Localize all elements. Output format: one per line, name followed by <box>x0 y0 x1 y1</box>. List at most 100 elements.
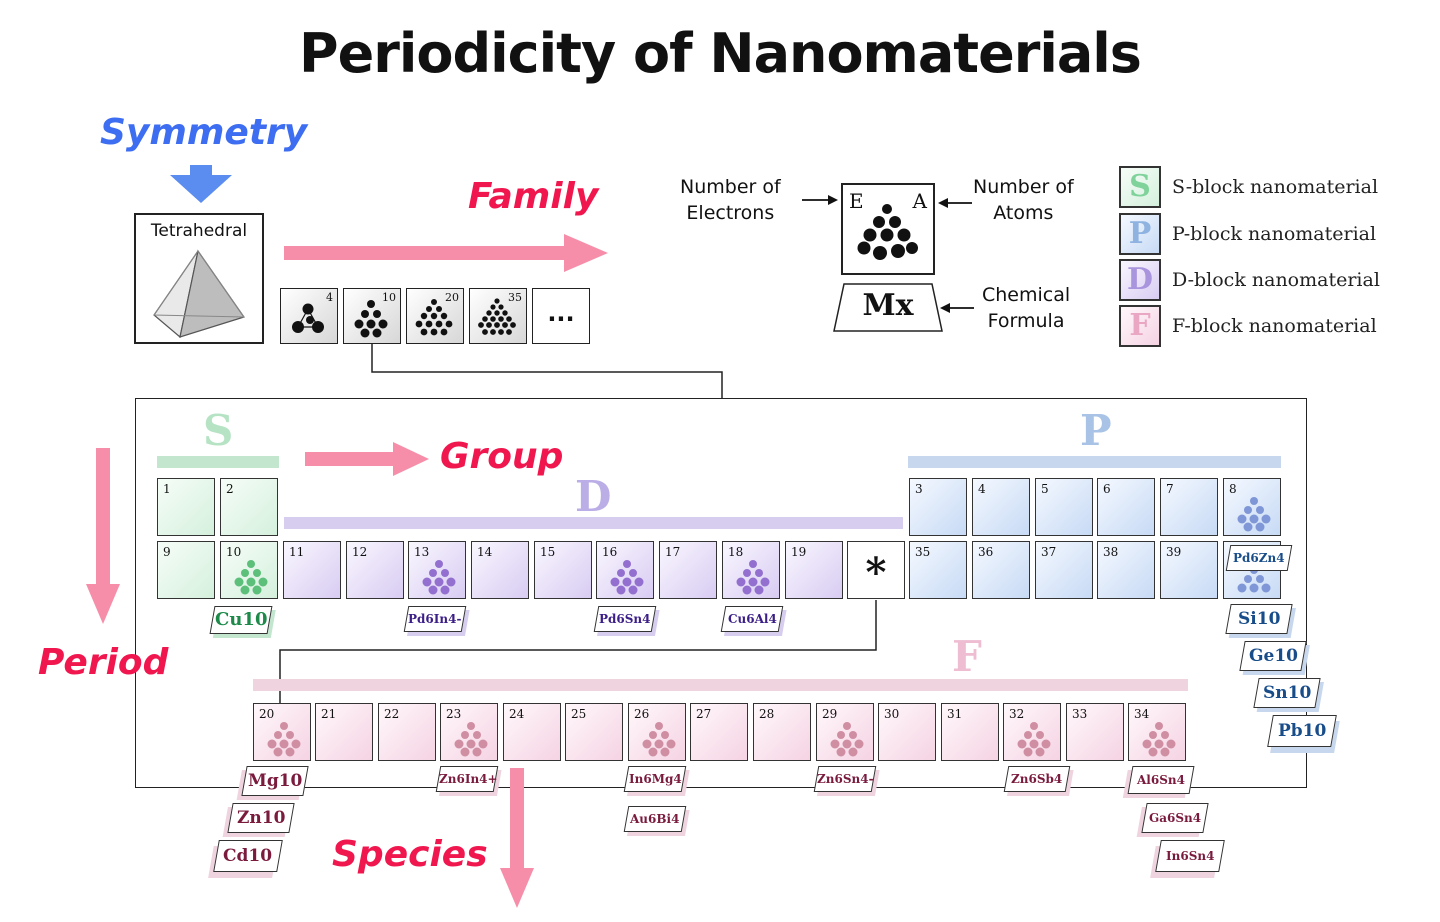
formula-caption: Chemical Formula <box>982 284 1071 332</box>
species-cu10: Cu10 <box>209 606 273 634</box>
symmetry-arrow-icon <box>170 165 232 203</box>
tile-11: 11 <box>283 541 341 599</box>
period-arrow-icon <box>86 448 120 624</box>
tetrahedron-icon <box>153 249 245 339</box>
tile-36: 36 <box>972 541 1030 599</box>
cluster-icon <box>830 722 864 757</box>
tile-17: 17 <box>659 541 717 599</box>
cluster-icon <box>454 722 488 757</box>
legend-text-f: F-block nanomaterial <box>1172 315 1377 337</box>
tile-13: 13 <box>408 541 466 599</box>
species-zn10: Zn10 <box>227 803 295 833</box>
species-sn10: Sn10 <box>1253 678 1321 708</box>
species-ge10: Ge10 <box>1239 641 1307 671</box>
d-block-bar <box>284 517 903 529</box>
group-arrow-icon <box>305 442 429 476</box>
atoms-caption: Number of Atoms <box>973 176 1074 224</box>
tile-39: 39 <box>1160 541 1218 599</box>
tile-38: 38 <box>1097 541 1155 599</box>
legend-text-d: D-block nanomaterial <box>1172 269 1380 291</box>
legend-swatch-p: P <box>1119 213 1161 255</box>
cluster-icon <box>1017 722 1051 757</box>
tile-34: 34 <box>1128 703 1186 761</box>
tile-25: 25 <box>565 703 623 761</box>
tile-32: 32 <box>1003 703 1061 761</box>
species-pd6in4: Pd6In4- <box>403 606 467 632</box>
group-label: Group <box>440 436 564 477</box>
tile-21: 21 <box>315 703 373 761</box>
electrons-caption: Number of Electrons <box>680 176 781 224</box>
species-si10: Si10 <box>1225 604 1293 634</box>
tile-20: 20 <box>253 703 311 761</box>
species-pd6zn4: Pd6Zn4 <box>1225 545 1293 571</box>
tile-2: 2 <box>220 478 278 536</box>
tile-27: 27 <box>690 703 748 761</box>
cluster-10-icon <box>354 300 388 338</box>
species-cu6al4: Cu6Al4 <box>720 606 784 632</box>
formula-mx: Mx <box>862 288 914 323</box>
species-zn6sn4: Zn6Sn4- <box>813 766 877 792</box>
family-tile-20: 20 <box>406 288 464 344</box>
periodic-table-frame <box>135 398 1307 788</box>
tile-18: 18 <box>722 541 780 599</box>
family-tile-more: ... <box>532 288 590 344</box>
tile-35: 35 <box>909 541 967 599</box>
tile-14: 14 <box>471 541 529 599</box>
period-label: Period <box>38 642 169 683</box>
tile-5: 5 <box>1035 478 1093 536</box>
tile-28: 28 <box>753 703 811 761</box>
species-cd10: Cd10 <box>213 840 283 872</box>
legend-text-p: P-block nanomaterial <box>1172 223 1377 245</box>
tile-33: 33 <box>1066 703 1124 761</box>
cluster-icon <box>642 722 676 757</box>
cluster-icon <box>234 560 268 595</box>
species-in6mg4: In6Mg4 <box>623 766 687 792</box>
formula-trapezoid <box>833 283 943 332</box>
tile-3: 3 <box>909 478 967 536</box>
legend-swatch-d: D <box>1119 259 1161 301</box>
s-block-letter: S <box>203 406 234 455</box>
cluster-35-icon <box>478 298 516 335</box>
page-title: Periodicity of Nanomaterials <box>299 22 1142 85</box>
p-block-letter: P <box>1080 406 1112 455</box>
tile-15: 15 <box>534 541 592 599</box>
cluster-icon <box>1237 497 1271 532</box>
cluster-icon <box>736 560 770 595</box>
species-ga6sn4: Ga6Sn4 <box>1141 803 1209 833</box>
species-al6sn4: Al6Sn4 <box>1127 766 1195 794</box>
tile-16: 16 <box>596 541 654 599</box>
tile-10: 10 <box>220 541 278 599</box>
tile-star: * <box>847 541 905 599</box>
family-label: Family <box>468 176 599 217</box>
family-tile-35: 35 <box>469 288 527 344</box>
atoms-arrow-icon <box>938 198 972 208</box>
tile-26: 26 <box>628 703 686 761</box>
tile-8: 8 <box>1223 478 1281 536</box>
cluster-icon <box>267 722 301 757</box>
family-tile-10: 10 <box>343 288 401 344</box>
f-block-bar <box>253 679 1188 691</box>
cluster-20-icon <box>415 299 453 336</box>
legend-swatch-s: S <box>1119 166 1161 208</box>
legend-text-s: S-block nanomaterial <box>1172 176 1379 198</box>
cluster-icon <box>1142 722 1176 757</box>
tile-23: 23 <box>440 703 498 761</box>
key-cluster-icon <box>857 204 918 260</box>
tetrahedral-label: Tetrahedral <box>150 221 248 241</box>
species-zn6sb4: Zn6Sb4 <box>1003 766 1071 792</box>
species-label: Species <box>332 834 488 875</box>
d-block-letter: D <box>575 472 612 521</box>
species-mg10: Mg10 <box>241 766 309 796</box>
cluster-icon <box>610 560 644 595</box>
tile-1: 1 <box>157 478 215 536</box>
tile-19: 19 <box>785 541 843 599</box>
f-block-letter: F <box>952 632 982 681</box>
tile-6: 6 <box>1097 478 1155 536</box>
tile-9: 9 <box>157 541 215 599</box>
s-block-bar <box>157 456 279 468</box>
tile-30: 30 <box>878 703 936 761</box>
tile-24: 24 <box>503 703 561 761</box>
tile-12: 12 <box>346 541 404 599</box>
tetrahedral-box: Tetrahedral <box>134 213 264 344</box>
